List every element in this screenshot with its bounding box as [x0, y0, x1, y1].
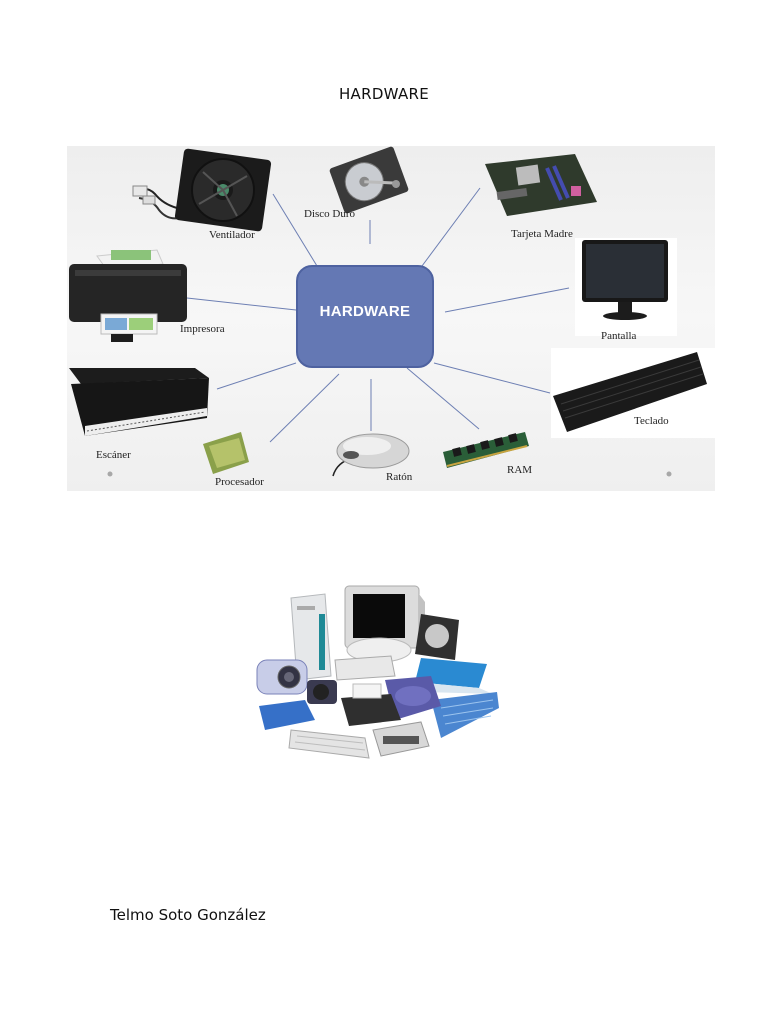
node-label-teclado: Teclado [634, 415, 669, 427]
node-label-raton: Ratón [386, 471, 413, 483]
keyboard-icon [551, 348, 715, 438]
node-label-ram: RAM [507, 464, 533, 476]
hardware-mindmap: HARDWARE Ventilador Disco Duro Tarjeta M… [67, 146, 715, 491]
motherboard-icon [485, 154, 597, 216]
cooling-fan-icon [132, 148, 272, 232]
node-label-impresora: Impresora [180, 323, 225, 335]
node-label-disco-duro: Disco Duro [304, 208, 356, 220]
computer-hardware-collage-icon [245, 580, 505, 775]
node-label-ventilador: Ventilador [209, 229, 255, 241]
node-label-procesador: Procesador [215, 476, 264, 488]
printer-icon [69, 249, 187, 342]
mindmap-center-label: HARDWARE [319, 303, 411, 320]
mindmap-center-node: HARDWARE [296, 265, 434, 368]
hard-disk-icon [329, 146, 409, 214]
monitor-icon [575, 238, 677, 336]
author-name: Telmo Soto González [110, 906, 266, 924]
node-label-pantalla: Pantalla [601, 330, 637, 342]
flatbed-scanner-icon [69, 368, 209, 436]
node-label-tarjeta-madre: Tarjeta Madre [511, 228, 573, 240]
bullet-dot [666, 471, 672, 477]
cpu-chip-icon [203, 432, 249, 474]
connector-lines [186, 187, 570, 443]
computer-mouse-icon [332, 433, 410, 477]
ram-module-icon [443, 432, 529, 468]
page-title: HARDWARE [338, 85, 430, 103]
node-label-escaner: Escáner [96, 449, 131, 461]
bullet-dot [107, 471, 113, 477]
